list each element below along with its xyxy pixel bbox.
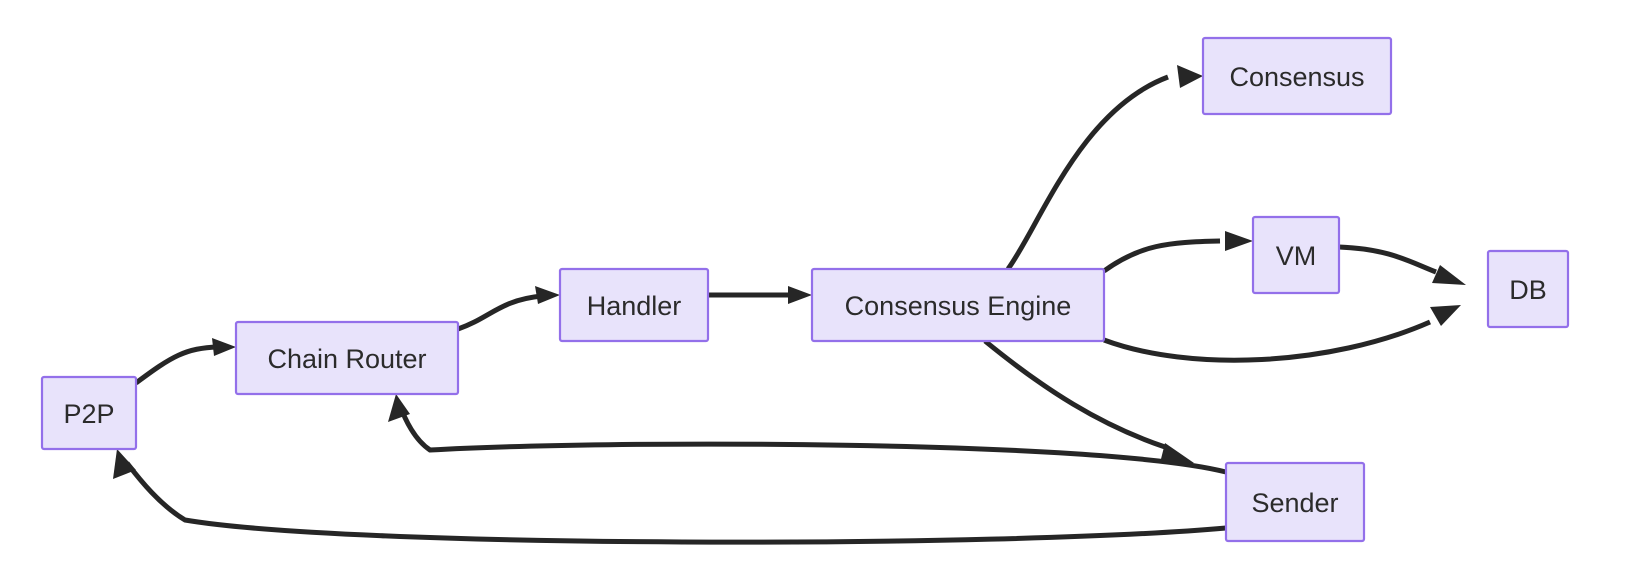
arrowhead-icon [113,449,136,479]
node-layer: P2P Chain Router Handler Consensus Engin… [40,36,1570,543]
arrowhead-icon [1160,443,1194,463]
node-sender[interactable]: Sender [1224,461,1366,543]
edge-p2p-to-chain-router[interactable] [134,338,236,386]
node-consensus-box[interactable] [1201,36,1393,116]
edge-consensus-engine-to-db[interactable] [1103,305,1461,363]
node-consensus[interactable]: Consensus [1201,36,1393,116]
node-db[interactable]: DB [1486,249,1570,329]
arrowhead-icon [212,338,236,356]
node-chain-router-box[interactable] [234,320,460,396]
arrowhead-icon [535,286,560,304]
node-db-box[interactable] [1486,249,1570,329]
node-p2p-box[interactable] [40,375,138,451]
node-p2p[interactable]: P2P [40,375,138,451]
node-handler[interactable]: Handler [558,267,710,343]
arrowhead-icon [388,394,410,422]
node-vm[interactable]: VM [1251,215,1341,295]
node-consensus-engine-box[interactable] [810,267,1106,343]
node-sender-box[interactable] [1224,461,1366,543]
edge-layer [113,65,1466,545]
edge-consensus-engine-to-vm[interactable] [1102,231,1253,274]
edge-handler-to-consensus-engine[interactable] [708,286,812,304]
edge-consensus-engine-to-sender[interactable] [983,339,1194,463]
arrowhead-icon [788,286,812,304]
edge-sender-to-p2p[interactable] [113,449,1227,545]
edge-chain-router-to-handler[interactable] [457,286,560,332]
node-consensus-engine[interactable]: Consensus Engine [810,267,1106,343]
node-handler-box[interactable] [558,267,710,343]
arrowhead-icon [1430,305,1461,326]
edge-sender-to-chain-router[interactable] [388,394,1227,475]
arrowhead-icon [1177,65,1203,88]
edge-consensus-engine-to-consensus[interactable] [1005,65,1203,271]
arrowhead-icon [1225,231,1253,251]
edge-vm-to-db[interactable] [1338,244,1466,285]
node-chain-router[interactable]: Chain Router [234,320,460,396]
node-vm-box[interactable] [1251,215,1341,295]
arrowhead-icon [1432,265,1466,285]
